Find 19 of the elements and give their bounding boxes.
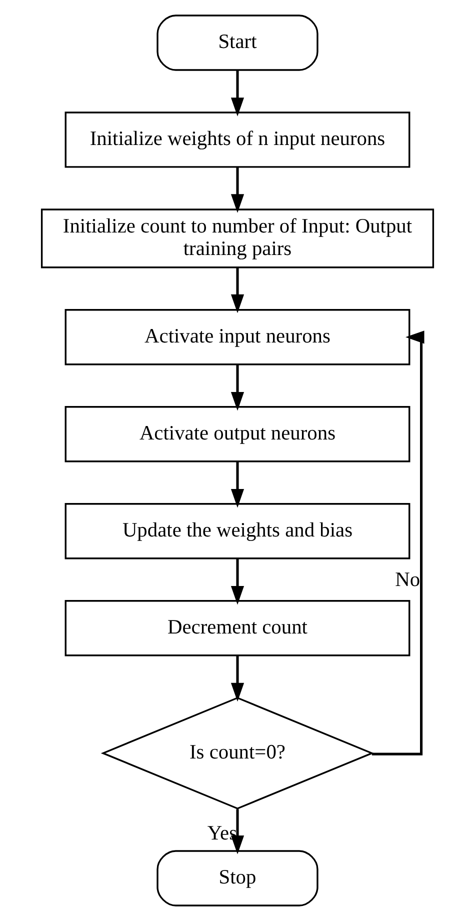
arrow: [230, 558, 244, 605]
node-box: Start: [156, 14, 318, 71]
node-box: Update the weights and bias: [64, 503, 410, 560]
node-box: Stop: [156, 850, 318, 906]
node-box: Activate output neurons: [64, 406, 410, 462]
node-box: Activate input neurons: [64, 309, 410, 366]
node-box: Initialize weights of n input neurons: [64, 112, 410, 168]
arrow: [371, 330, 424, 756]
arrow: [230, 462, 244, 508]
arrow: [230, 167, 244, 213]
edge-label: No: [394, 569, 420, 591]
arrow: [230, 70, 244, 116]
arrow: [230, 364, 244, 411]
node-diamond: Is count=0?: [100, 696, 374, 810]
arrow: [230, 809, 244, 854]
arrow: [230, 656, 244, 702]
arrow: [230, 268, 244, 314]
node-box: Initialize count to number of Input: Output training pairs: [40, 208, 434, 268]
node-box: Decrement count: [64, 600, 410, 656]
